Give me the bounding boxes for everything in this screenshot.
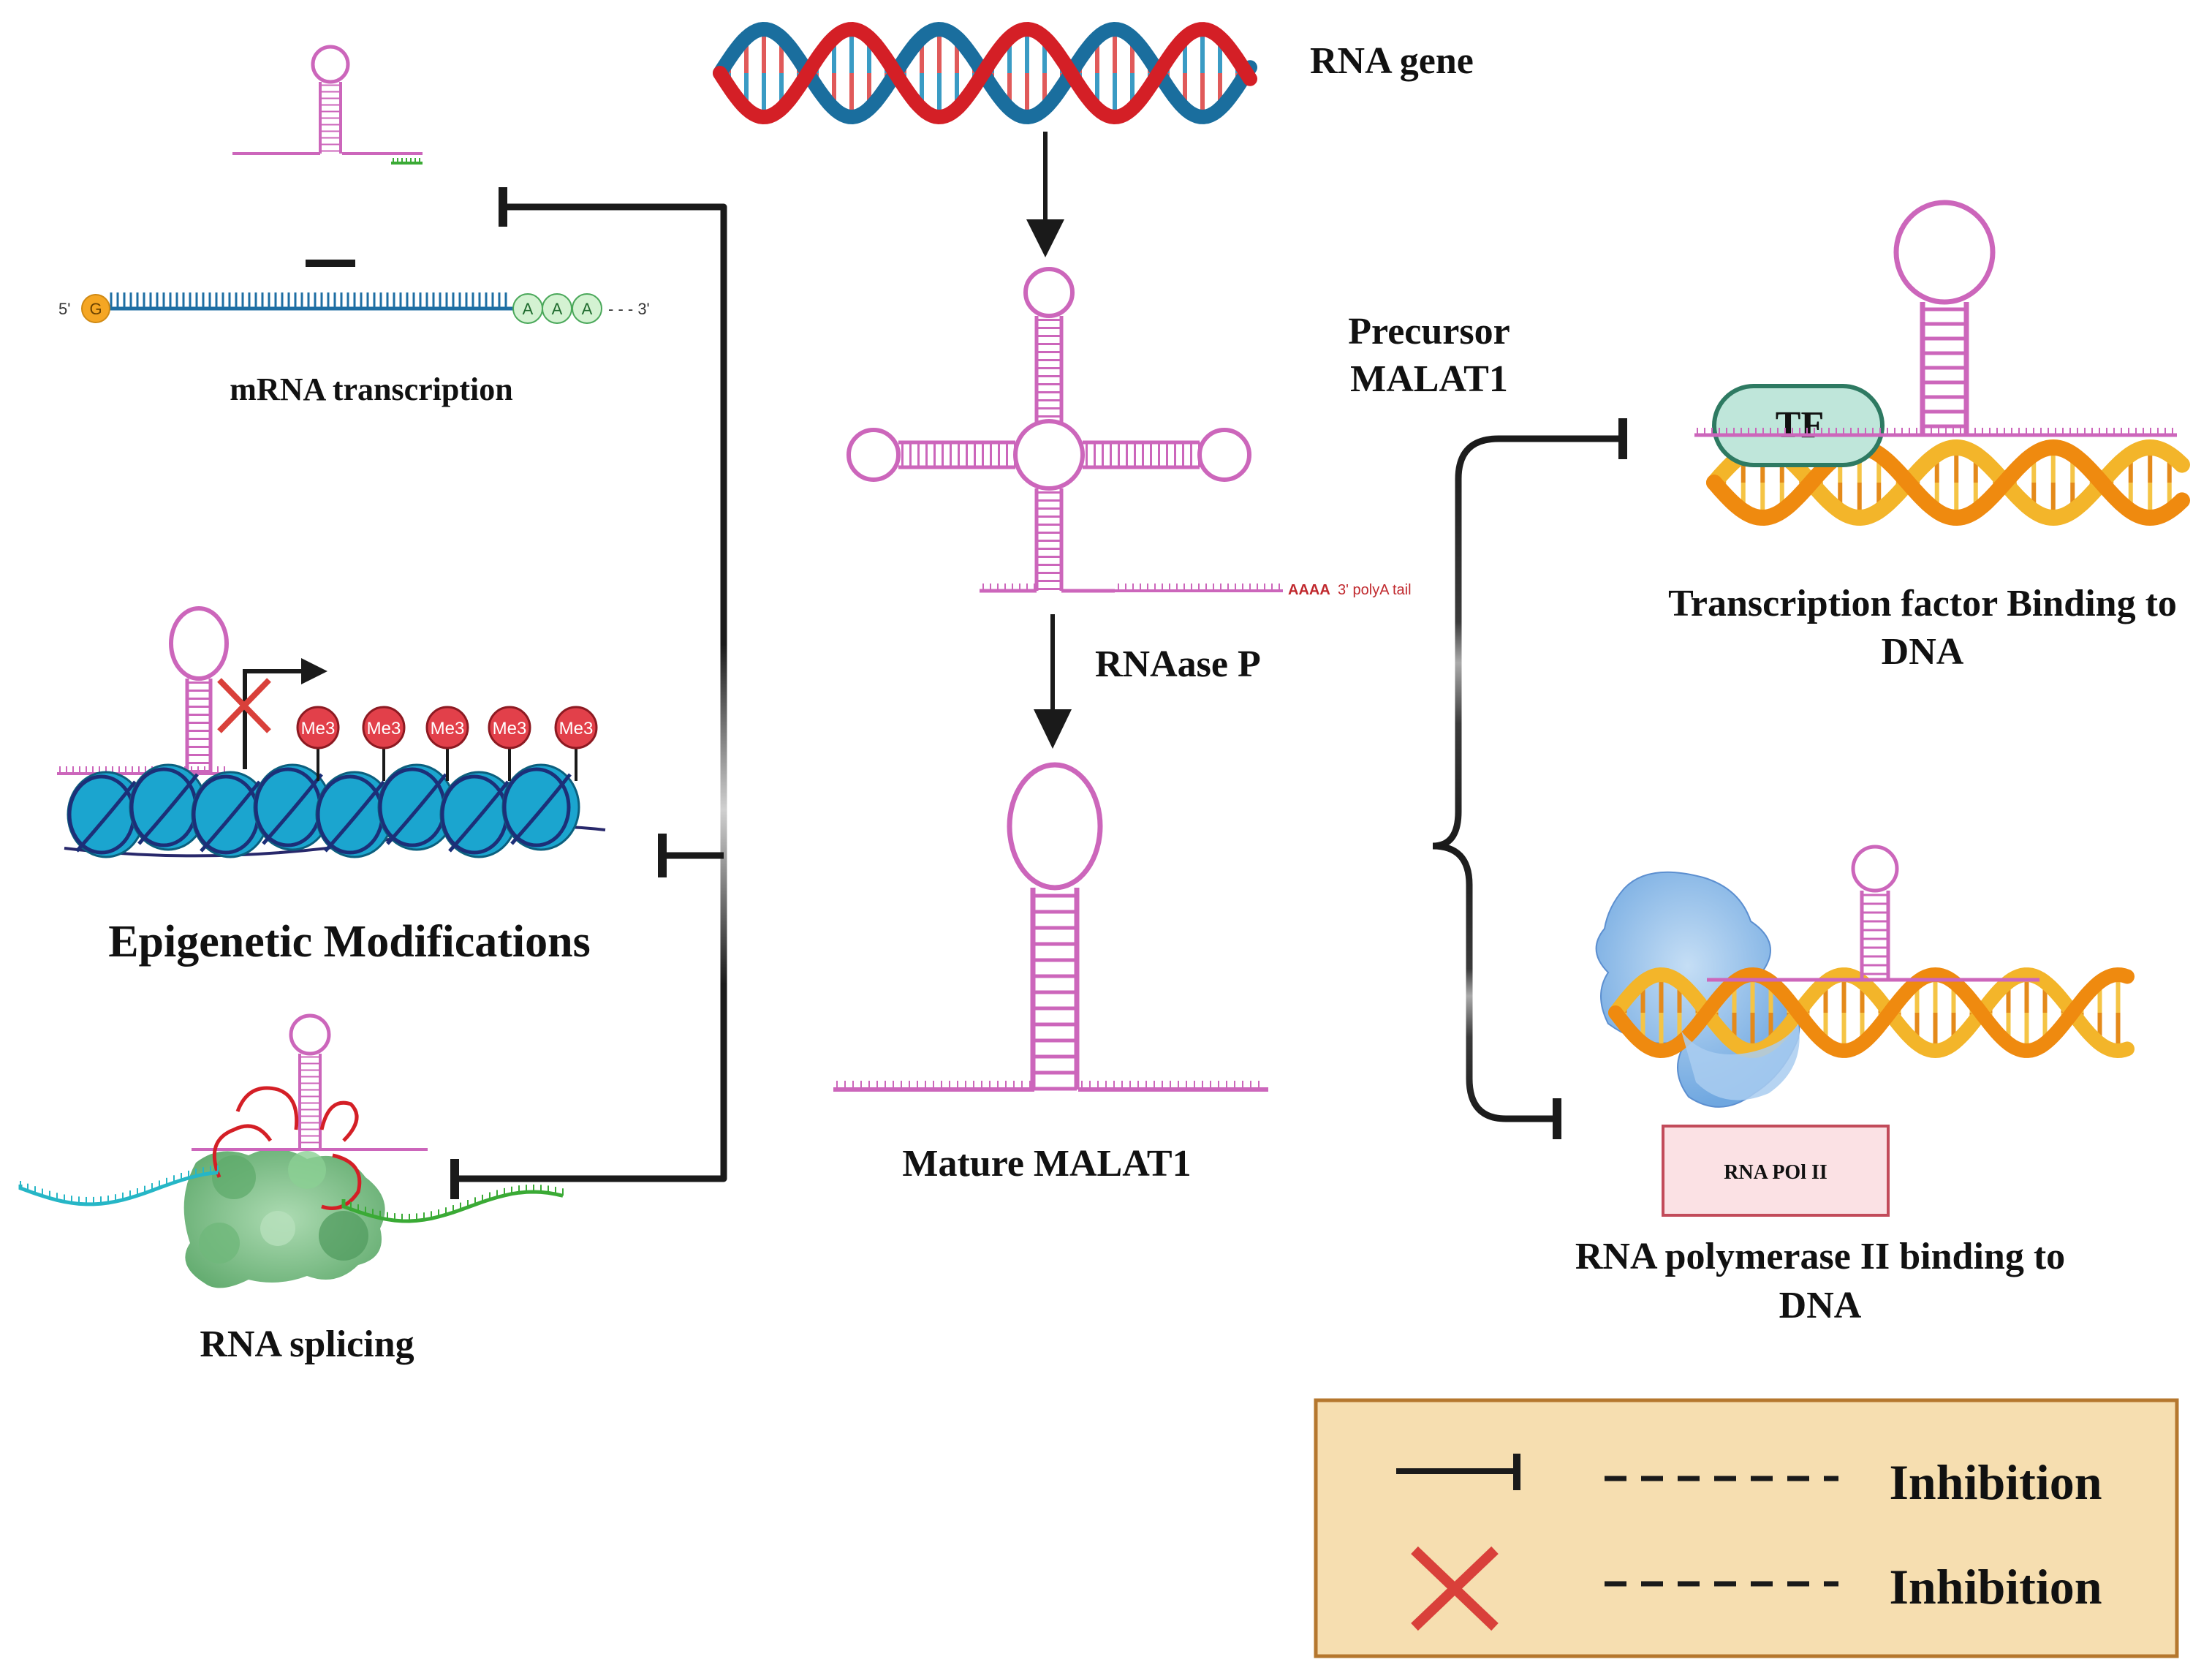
tf-rna-strand (1694, 428, 2177, 437)
splicing-hairpin (192, 1013, 428, 1151)
polya-sequence: AAAA (1288, 582, 1330, 598)
transcription-start-arrow (243, 658, 327, 769)
svg-text:TF: TF (1776, 404, 1824, 446)
poly-a-letter: A (552, 300, 563, 318)
legend-red-cross-icon (1411, 1546, 1499, 1631)
pol-binding-label-line1: RNA polymerase II binding to (1575, 1236, 2065, 1277)
tf-binding-label-line2: DNA (1882, 631, 1964, 673)
five-prime-label: 5' (58, 300, 70, 318)
transcription-arrow (1026, 132, 1064, 257)
pre-mrna-strand-green (341, 1185, 564, 1223)
mrna-inhibition-stem (306, 175, 355, 267)
transcription-factor: TF (1712, 384, 1885, 467)
legend-label-2: Inhibition (1889, 1559, 2102, 1615)
poly-a-bead (572, 293, 602, 324)
mrna-hairpin (232, 45, 423, 165)
polya-tail-label: 3' polyA tail (1338, 582, 1412, 598)
svg-text:RNA POl II: RNA POl II (1724, 1161, 1827, 1184)
tf-binding-label-line1: Transcription factor Binding to (1668, 583, 2177, 624)
pol-binding-label-line2: DNA (1779, 1285, 1862, 1326)
mature-malat1-structure (833, 762, 1268, 1092)
precursor-malat1-structure (846, 267, 1283, 593)
me3-text: Me3 (301, 719, 336, 739)
mrna-strand (108, 292, 515, 311)
me3-mark (425, 706, 469, 749)
rnaase-p-label: RNAase P (1095, 643, 1261, 685)
poly-a-letter: A (523, 300, 534, 318)
me3-text: Me3 (559, 719, 594, 739)
me3-mark (362, 706, 406, 749)
pol-dna-helix (1608, 967, 2135, 1100)
pol-hairpin (1707, 845, 2039, 982)
me3-mark (554, 706, 598, 749)
five-prime-cap: G (81, 294, 110, 323)
legend: Inhibition Inhibition (1314, 1398, 2179, 1658)
poly-a-letter: A (582, 300, 593, 318)
epigenetic-modifications-label: Epigenetic Modifications (108, 917, 591, 967)
rna-gene-dna-helix (713, 21, 1257, 125)
rna-splicing-label: RNA splicing (200, 1323, 414, 1365)
right-inhibition-bracket (1292, 435, 1623, 1122)
me3-text: Me3 (493, 719, 527, 739)
three-prime-label: - - - 3' (608, 300, 650, 318)
me3-text: Me3 (367, 719, 401, 739)
rna-gene-label: RNA gene (1310, 40, 1474, 82)
processing-arrow (1034, 614, 1072, 749)
precursor-malat1-label-line2: MALAT1 (1350, 358, 1508, 400)
me3-text: Me3 (431, 719, 465, 739)
svg-text:G: G (89, 300, 102, 318)
me3-mark (296, 706, 340, 749)
splicing-red-loops (212, 1086, 362, 1210)
me3-mark (488, 706, 531, 749)
spliceosome (183, 1149, 385, 1288)
legend-label-1: Inhibition (1889, 1454, 2102, 1510)
pre-mrna-strand-cyan (18, 1165, 219, 1206)
legend-inhibition-bar-icon (1396, 1454, 1520, 1490)
epigenetic-hairpin (169, 606, 229, 774)
rna-pol-ii-box: RNA POl II (1662, 1125, 1890, 1217)
precursor-malat1-label-line1: Precursor (1348, 311, 1510, 352)
mature-malat1-label: Mature MALAT1 (902, 1143, 1191, 1185)
red-cross-icon (217, 678, 271, 733)
tf-hairpin (1893, 200, 1996, 435)
left-inhibition-bracket (455, 203, 937, 1182)
me3-marks: Me3 Me3 Me3 Me3 Me3 (296, 706, 598, 781)
chromatin-fiber (57, 763, 606, 858)
mrna-transcription-label: mRNA transcription (230, 371, 512, 407)
